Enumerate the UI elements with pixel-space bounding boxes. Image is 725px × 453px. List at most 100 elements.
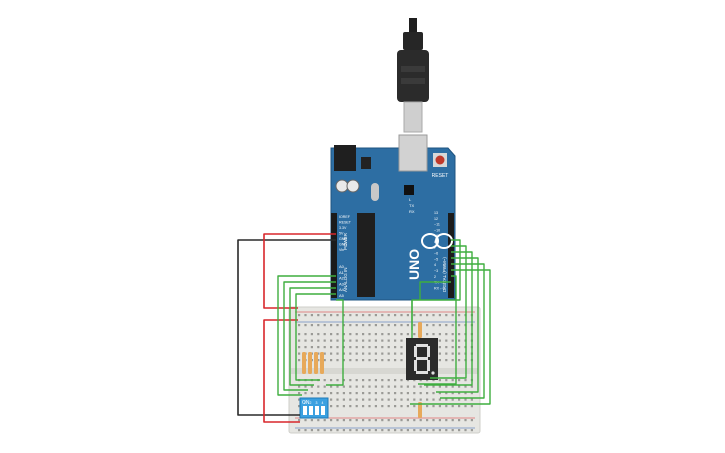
terminal-hole xyxy=(400,339,403,342)
terminal-hole xyxy=(317,352,320,355)
rail-hole xyxy=(368,314,371,317)
terminal-hole xyxy=(458,405,461,408)
wire-black-gnd xyxy=(237,239,336,416)
arduino-uno-board[interactable]: UNO RESET DIGITAL (PWM~) POWER ANALOG IN… xyxy=(330,134,456,301)
terminal-hole xyxy=(400,405,403,408)
terminal-hole xyxy=(317,339,320,342)
rail-hole xyxy=(451,429,454,432)
dip-lever[interactable] xyxy=(321,406,325,415)
terminal-hole xyxy=(445,379,448,382)
terminal-hole xyxy=(330,379,333,382)
terminal-hole xyxy=(464,379,467,382)
terminal-hole xyxy=(470,405,473,408)
rail-hole xyxy=(323,314,326,317)
rail-hole xyxy=(330,419,333,422)
dip-lever[interactable] xyxy=(303,406,307,415)
terminal-hole xyxy=(374,379,377,382)
terminal-hole xyxy=(336,385,339,388)
rail-hole xyxy=(432,324,435,327)
terminal-hole xyxy=(394,339,397,342)
terminal-hole xyxy=(387,385,390,388)
terminal-hole xyxy=(438,398,441,401)
terminal-hole xyxy=(394,385,397,388)
terminal-hole xyxy=(387,333,390,336)
terminal-hole xyxy=(458,379,461,382)
terminal-hole xyxy=(330,352,333,355)
terminal-hole xyxy=(374,333,377,336)
terminal-hole xyxy=(451,405,454,408)
analog-pin-label: A5 xyxy=(339,293,345,298)
resistor-array[interactable] xyxy=(302,352,324,374)
power-pin-label: GND xyxy=(339,237,347,241)
terminal-hole xyxy=(323,359,326,362)
terminal-hole xyxy=(362,346,365,349)
wire-green-a0 xyxy=(277,275,336,396)
terminal-hole xyxy=(298,405,301,408)
rail-hole xyxy=(470,419,473,422)
terminal-hole xyxy=(349,405,352,408)
terminal-hole xyxy=(394,405,397,408)
terminal-hole xyxy=(323,379,326,382)
rail-hole xyxy=(310,429,313,432)
resistor-display[interactable] xyxy=(418,322,422,338)
terminal-hole xyxy=(304,392,307,395)
rail-hole xyxy=(298,419,301,422)
terminal-hole xyxy=(451,333,454,336)
terminal-hole xyxy=(381,333,384,336)
rail-hole xyxy=(406,314,409,317)
power-pin-label: IOREF xyxy=(339,215,351,219)
dip-lever[interactable] xyxy=(309,406,313,415)
segment-e xyxy=(414,360,417,371)
rail-hole xyxy=(349,314,352,317)
terminal-hole xyxy=(445,339,448,342)
rail-hole xyxy=(438,419,441,422)
terminal-hole xyxy=(336,346,339,349)
rail-hole xyxy=(355,419,358,422)
terminal-hole xyxy=(298,339,301,342)
resistor-switch[interactable] xyxy=(418,402,422,418)
terminal-hole xyxy=(342,346,345,349)
digital-pin-label: ~9 xyxy=(434,234,438,238)
atmega-chip xyxy=(357,213,375,297)
terminal-hole xyxy=(387,346,390,349)
regulator xyxy=(361,157,371,169)
rail-hole xyxy=(394,324,397,327)
wire-green-d5 xyxy=(436,257,479,393)
power-jack xyxy=(334,145,356,171)
rail-hole xyxy=(381,324,384,327)
reset-button[interactable] xyxy=(433,153,447,167)
analog-pin-label: A3 xyxy=(339,281,345,286)
rail-hole xyxy=(464,419,467,422)
wire-green-d3 xyxy=(430,245,467,379)
rail-hole xyxy=(426,419,429,422)
terminal-hole xyxy=(445,352,448,355)
terminal-hole xyxy=(317,392,320,395)
terminal-hole xyxy=(387,392,390,395)
terminal-hole xyxy=(458,385,461,388)
analog-pin-label: A4 xyxy=(339,287,345,292)
terminal-hole xyxy=(330,359,333,362)
terminal-hole xyxy=(298,359,301,362)
digital-pin-label: ~10 xyxy=(434,228,440,232)
rail-hole xyxy=(304,324,307,327)
dip-lever[interactable] xyxy=(315,406,319,415)
terminal-hole xyxy=(368,359,371,362)
rail-hole xyxy=(355,324,358,327)
seven-segment-display[interactable] xyxy=(406,338,438,380)
power-label: POWER xyxy=(343,232,348,250)
power-pin-label: GND xyxy=(339,243,347,247)
terminal-hole xyxy=(458,346,461,349)
rail-hole xyxy=(355,314,358,317)
terminal-hole xyxy=(413,333,416,336)
terminal-hole xyxy=(394,379,397,382)
terminal-hole xyxy=(368,346,371,349)
terminal-hole xyxy=(336,392,339,395)
dip-position-label: 3 xyxy=(316,401,318,405)
dip-position-label: 1 xyxy=(304,401,306,405)
terminal-hole xyxy=(362,392,365,395)
rail-hole xyxy=(400,419,403,422)
terminal-hole xyxy=(381,359,384,362)
terminal-hole xyxy=(464,392,467,395)
rail-hole xyxy=(451,314,454,317)
